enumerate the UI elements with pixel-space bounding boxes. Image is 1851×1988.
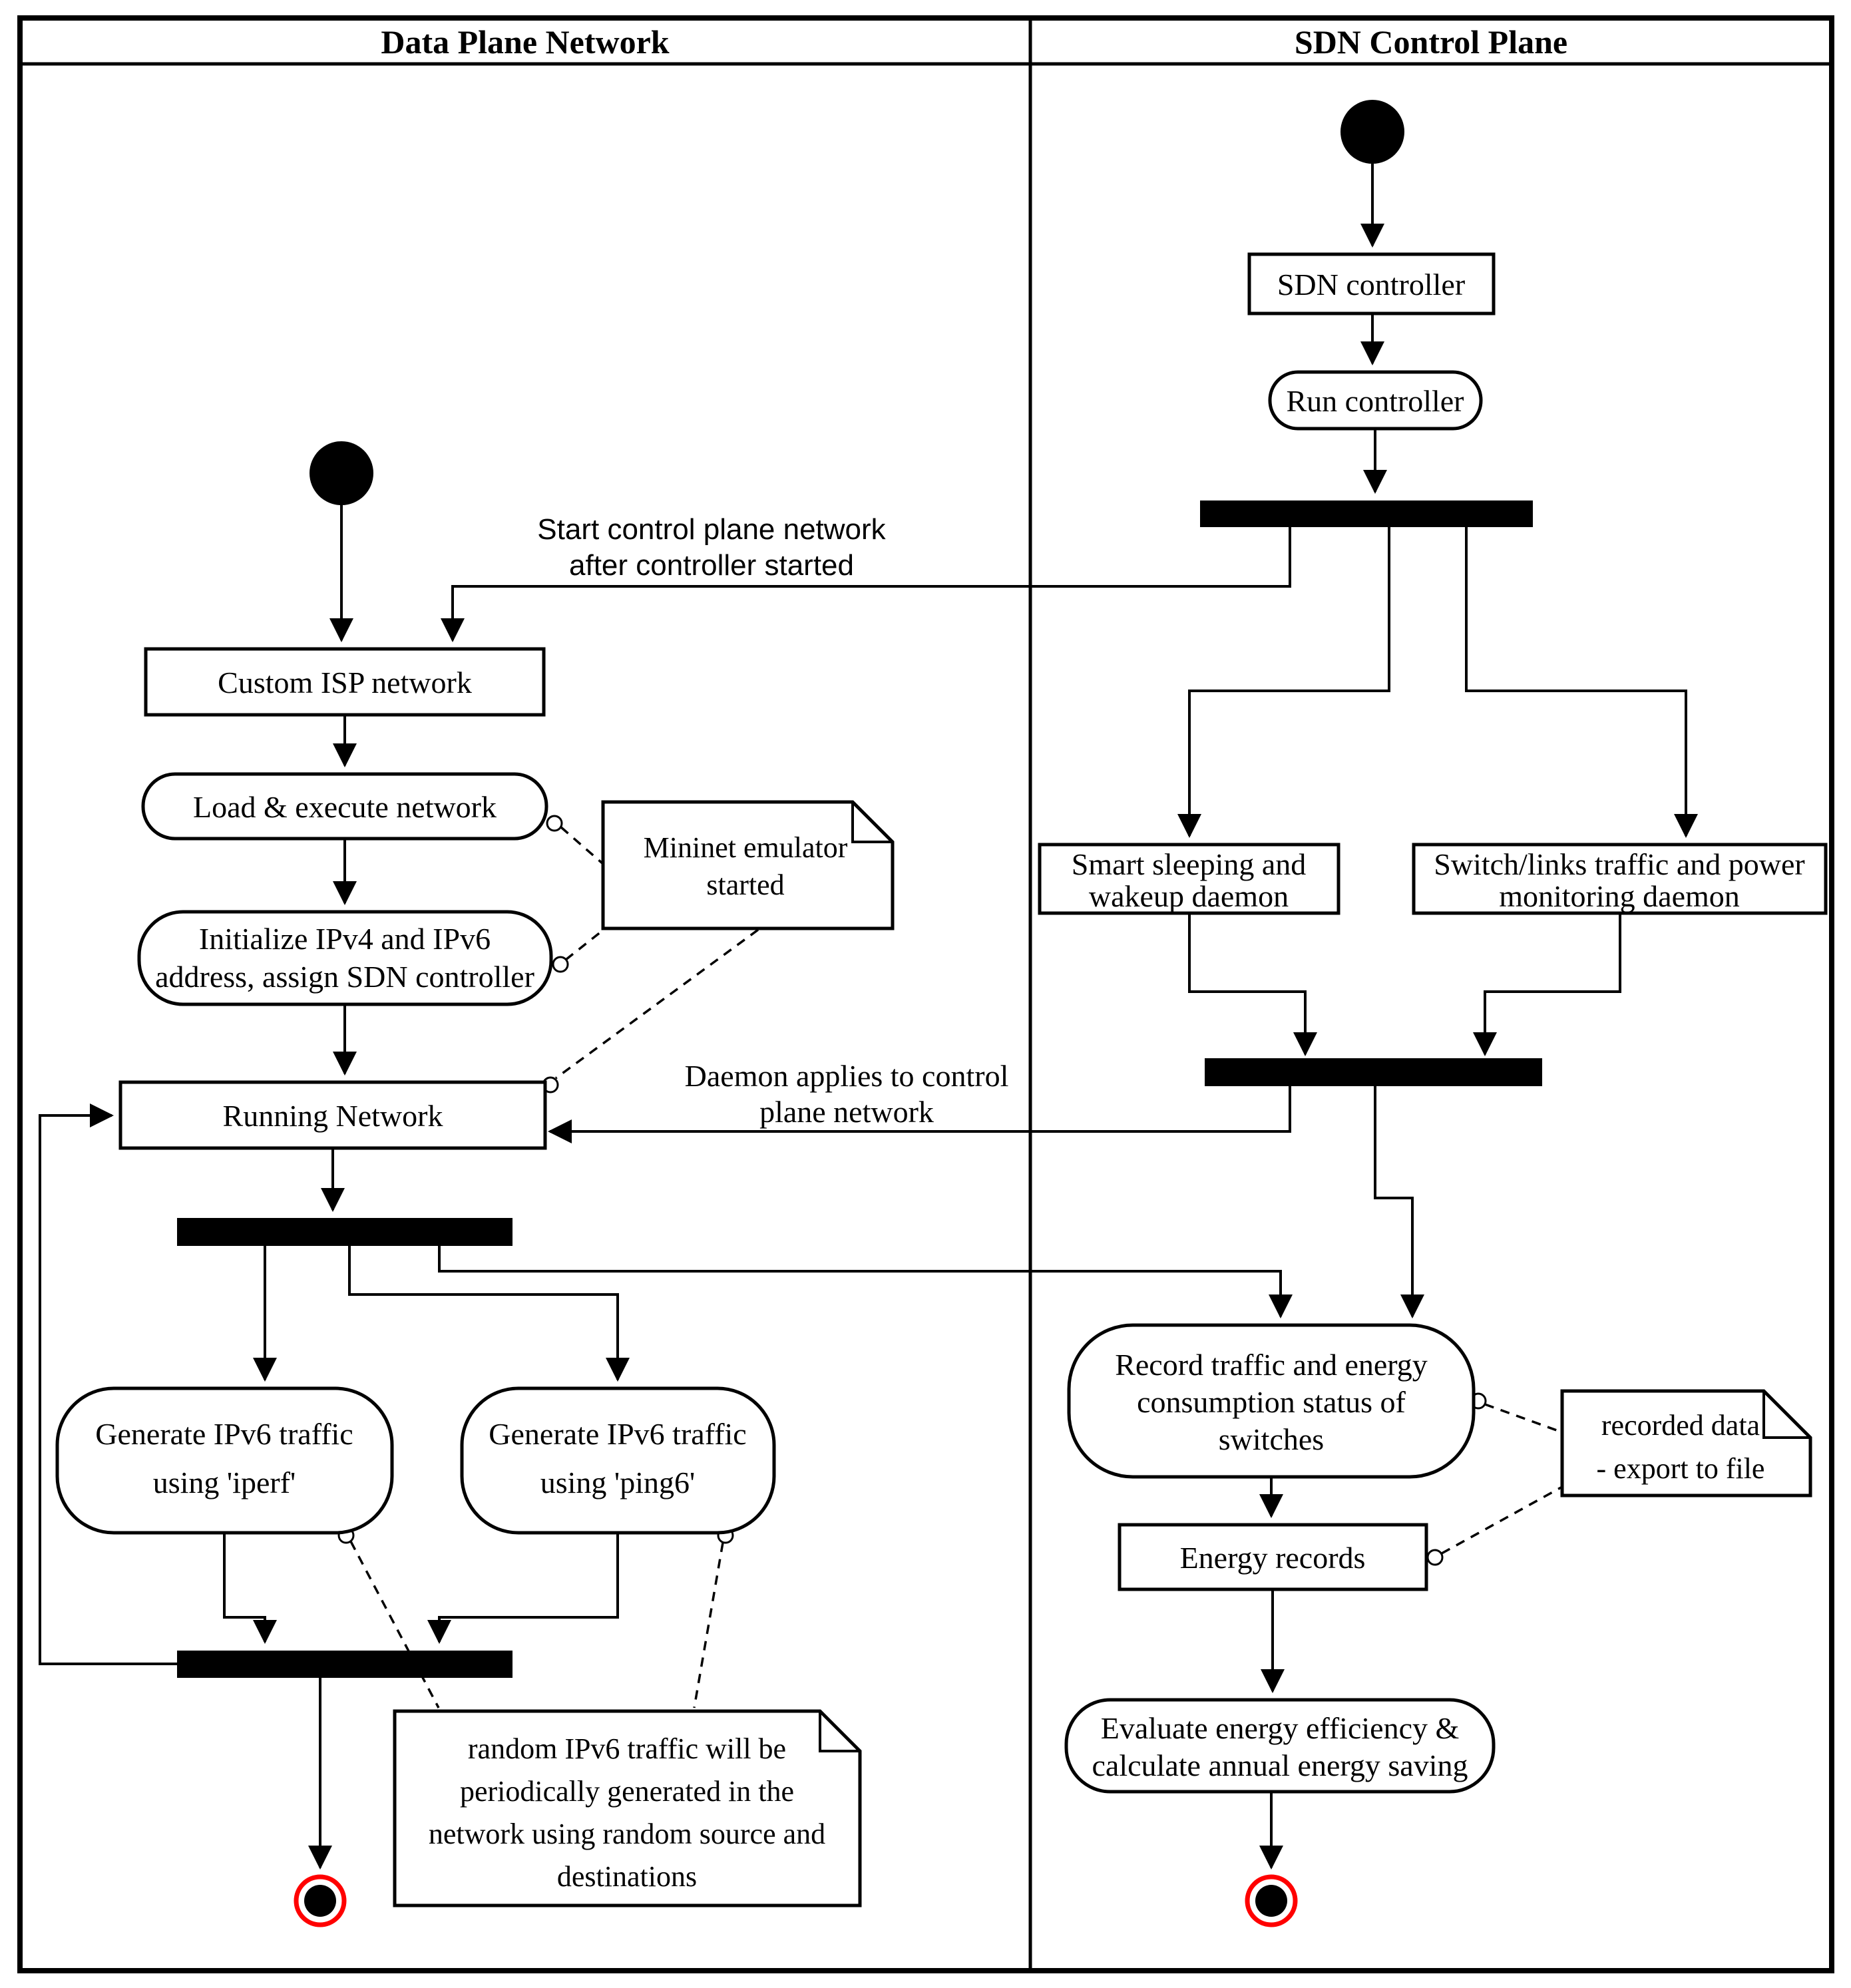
note-mininet-emulator-line1: Mininet emulator: [644, 831, 848, 864]
action-evaluate-energy: [1064, 1698, 1496, 1794]
note-recorded-data-fold: [1762, 1391, 1810, 1439]
note-link-mininet-to-running: [554, 928, 759, 1080]
join-bar-sdn-2: [1205, 1058, 1542, 1086]
note-random-traffic-line4: destinations: [557, 1860, 697, 1893]
edge-fork-left-to-ping6: [348, 1246, 630, 1382]
activity-switch-links-daemon: [1412, 843, 1828, 915]
edge-fork1-to-switch-links: [1465, 527, 1698, 838]
activity-smart-sleeping-daemon-line1: Smart sleeping and: [1072, 847, 1307, 881]
edge-label-start-control-line1: Start control plane network: [537, 513, 886, 546]
note-random-traffic-line1: random IPv6 traffic will be: [468, 1732, 786, 1765]
diagram-border: [17, 15, 1834, 1973]
activity-switch-links-daemon-line2: monitoring daemon: [1499, 879, 1740, 913]
final-node-data-plane-core: [304, 1885, 336, 1917]
note-anchor-initialize: [552, 956, 569, 973]
edge-join2-to-record: [1374, 1086, 1424, 1318]
action-run-controller: [1268, 370, 1483, 431]
activity-sdn-controller-label: SDN controller: [1277, 268, 1465, 301]
note-mininet-emulator-fold: [851, 802, 893, 843]
note-random-traffic-line3: network using random source and: [429, 1818, 825, 1850]
note-random-traffic: random IPv6 traffic will be periodically…: [393, 1709, 862, 1907]
activity-energy-records: [1118, 1523, 1428, 1591]
activity-smart-sleeping-daemon: [1038, 843, 1340, 915]
action-run-controller-label: Run controller: [1287, 384, 1464, 418]
action-record-traffic-energy-line1: Record traffic and energy: [1115, 1348, 1428, 1382]
action-generate-iperf-line1: Generate IPv6 traffic: [95, 1417, 353, 1451]
activity-smart-sleeping-daemon-line2: wakeup daemon: [1089, 879, 1289, 913]
join-bar-data-plane: [177, 1651, 513, 1678]
action-record-traffic-energy: [1067, 1323, 1476, 1479]
initial-node-sdn-control: [1340, 100, 1404, 164]
action-evaluate-energy-line1: Evaluate energy efficiency &: [1101, 1711, 1460, 1745]
final-node-sdn-ring: [1245, 1874, 1298, 1927]
edge-fork1-to-smart-sleeping: [1177, 527, 1390, 838]
action-generate-iperf-line2: using 'iperf': [153, 1466, 296, 1499]
note-random-traffic-line2: periodically generated in the: [460, 1775, 794, 1808]
edge-ping6-to-join-left: [427, 1533, 619, 1644]
activity-custom-isp-network: [144, 647, 546, 717]
note-random-traffic-shape: [393, 1709, 862, 1907]
final-node-sdn-core: [1255, 1885, 1287, 1917]
action-initialize-addresses: [137, 910, 553, 1006]
action-evaluate-energy-line2: calculate annual energy saving: [1092, 1748, 1468, 1782]
note-recorded-data-shape: [1560, 1389, 1812, 1497]
activity-running-network-label: Running Network: [223, 1099, 443, 1133]
action-initialize-addresses-line2: address, assign SDN controller: [155, 960, 534, 994]
action-initialize-addresses-line1: Initialize IPv4 and IPv6: [199, 922, 491, 956]
note-link-initialize-to-mininet: [564, 928, 606, 961]
action-load-execute-network-label: Load & execute network: [193, 790, 497, 824]
action-record-traffic-energy-line3: switches: [1219, 1422, 1324, 1456]
activity-custom-isp-network-label: Custom ISP network: [218, 666, 472, 699]
edge-join-left-loop-to-running: [39, 1103, 177, 1665]
activity-running-network: [118, 1080, 547, 1150]
action-generate-iperf: [55, 1386, 394, 1535]
lane-title-sdn-control: SDN Control Plane: [1295, 23, 1567, 61]
fork-bar-data-plane: [177, 1218, 513, 1246]
edge-fork-left-to-record: [438, 1246, 1293, 1318]
final-node-data-plane-ring: [294, 1874, 347, 1927]
action-generate-ping6-line2: using 'ping6': [540, 1466, 696, 1499]
note-recorded-data-line2: - export to file: [1597, 1452, 1765, 1485]
action-load-execute-network: [141, 772, 548, 841]
edge-fork1-to-custom-isp: [441, 527, 1291, 642]
action-generate-ping6-line1: Generate IPv6 traffic: [489, 1417, 746, 1451]
note-recorded-data: recorded data - export to file: [1560, 1389, 1812, 1497]
note-random-traffic-fold: [819, 1711, 860, 1752]
activity-switch-links-daemon-line1: Switch/links traffic and power: [1434, 847, 1804, 881]
edge-label-daemon-applies-line1: Daemon applies to control: [685, 1059, 1009, 1093]
note-mininet-emulator: Mininet emulator started: [601, 800, 895, 930]
note-link-load-to-mininet: [560, 826, 604, 865]
edge-smart-to-join2: [1188, 913, 1317, 1056]
note-link-ping6-to-random: [693, 1542, 724, 1708]
lane-title-data-plane: Data Plane Network: [381, 23, 669, 61]
note-anchor-load: [546, 815, 563, 832]
note-link-energy-to-recorded-data: [1441, 1486, 1563, 1555]
edge-switch-to-join2: [1473, 913, 1621, 1056]
edge-label-daemon-applies-line2: plane network: [759, 1095, 934, 1129]
activity-energy-records-label: Energy records: [1180, 1541, 1366, 1575]
note-mininet-emulator-shape: [601, 800, 895, 930]
fork-bar-sdn-1: [1200, 500, 1533, 527]
note-link-iperf-to-random: [349, 1541, 440, 1708]
note-link-record-to-recorded-data: [1484, 1403, 1563, 1434]
note-anchor-energy: [1426, 1549, 1444, 1566]
edge-iperf-to-join-left: [223, 1533, 277, 1644]
activity-sdn-controller: [1247, 252, 1496, 315]
edge-label-start-control-line2: after controller started: [569, 549, 854, 582]
note-mininet-emulator-line2: started: [706, 869, 784, 901]
initial-node-data-plane: [309, 441, 373, 505]
action-record-traffic-energy-line2: consumption status of: [1137, 1385, 1406, 1419]
edge-join2-to-running-daemon: [548, 1086, 1291, 1143]
note-recorded-data-line1: recorded data: [1601, 1409, 1760, 1442]
action-generate-ping6: [460, 1386, 776, 1535]
